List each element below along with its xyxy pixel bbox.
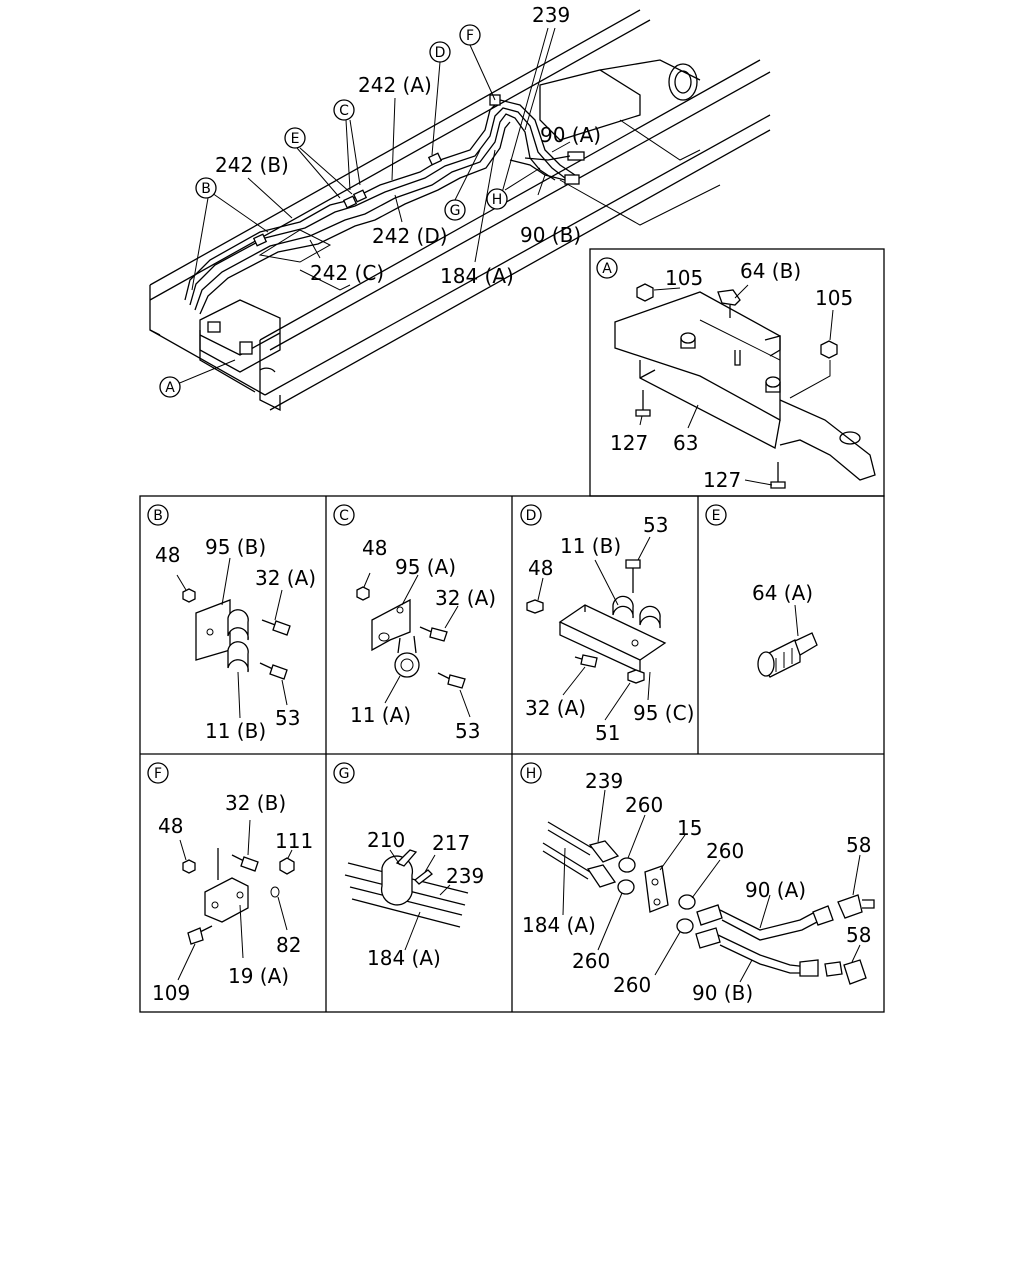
overview-callout-c: C [333,99,355,121]
panel-d: D [520,504,667,721]
overview-callout-d: D [429,41,451,63]
panel-b-label-53: 53 [275,706,300,730]
panel-c-label-32a: 32 (A) [435,586,496,610]
panel-f-label-32b: 32 (B) [225,791,286,815]
label-90a: 90 (A) [540,123,601,147]
panel-h: H [520,762,875,985]
label-242d: 242 (D) [372,224,448,248]
panel-a-label-63: 63 [673,431,698,455]
panel-e: E [705,504,818,678]
panel-h-label-184a: 184 (A) [522,913,596,937]
panel-d-label-51: 51 [595,721,620,745]
svg-text:A: A [602,261,612,277]
panel-c-label-53: 53 [455,719,480,743]
panel-b-label-11b: 11 (B) [205,719,266,743]
panel-h-label-260-bottom: 260 [613,973,651,997]
svg-text:C: C [339,103,349,119]
panel-h-label-260-right: 260 [706,839,744,863]
panel-g-label-210: 210 [367,828,405,852]
label-242b: 242 (B) [215,153,289,177]
svg-text:B: B [153,508,163,524]
panel-c-label-11a: 11 (A) [350,703,411,727]
panel-h-label-239: 239 [585,769,623,793]
panel-f-label-48: 48 [158,814,183,838]
panel-a-label-127-left: 127 [610,431,648,455]
panel-f-label-82: 82 [276,933,301,957]
panel-g-label-217: 217 [432,831,470,855]
panel-g-label-184a: 184 (A) [367,946,441,970]
overview-callout-g: G [444,199,466,221]
panel-h-label-260-top: 260 [625,793,663,817]
svg-text:D: D [526,508,537,524]
svg-text:G: G [339,766,350,782]
panel-b-label-48: 48 [155,543,180,567]
panel-h-label-90b: 90 (B) [692,981,753,1005]
svg-text:C: C [339,508,349,524]
overview-callout-b: B [195,177,217,199]
panel-h-label-90a: 90 (A) [745,878,806,902]
panel-f: F [147,762,295,981]
panel-a-label-127-bottom: 127 [703,468,741,492]
svg-text:G: G [450,203,461,219]
svg-text:A: A [165,380,175,396]
overview-callout-h: H [486,188,508,210]
label-239: 239 [532,3,570,27]
panel-d-label-53: 53 [643,513,668,537]
panel-d-label-95c: 95 (C) [633,701,694,725]
overview-drawing [149,9,771,412]
panel-c: C [333,504,471,718]
panel-h-label-15: 15 [677,816,702,840]
svg-text:F: F [466,28,474,44]
panel-a-label-64b: 64 (B) [740,259,801,283]
panel-b-label-95b: 95 (B) [205,535,266,559]
panel-b: B [147,504,291,719]
panel-c-label-48: 48 [362,536,387,560]
label-242a: 242 (A) [358,73,432,97]
svg-text:B: B [201,181,211,197]
overview-callout-e: E [284,127,306,149]
panel-e-label-64a: 64 (A) [752,581,813,605]
svg-text:H: H [492,192,503,208]
panel-a-label-105-left: 105 [665,266,703,290]
label-90b: 90 (B) [520,223,581,247]
panel-d-label-32a: 32 (A) [525,696,586,720]
panel-c-label-95a: 95 (A) [395,555,456,579]
panel-f-label-19a: 19 (A) [228,964,289,988]
svg-text:D: D [435,45,446,61]
panel-g-label-239: 239 [446,864,484,888]
panel-g: G [333,762,469,951]
label-184a: 184 (A) [440,264,514,288]
panel-d-label-11b: 11 (B) [560,534,621,558]
panel-f-label-109: 109 [152,981,190,1005]
panel-b-label-32a: 32 (A) [255,566,316,590]
panel-a-label-105-right: 105 [815,286,853,310]
panel-f-label-111: 111 [275,829,313,853]
svg-text:H: H [526,766,537,782]
panel-a: A [596,257,876,489]
panel-d-label-48: 48 [528,556,553,580]
overview-callout-a: A [159,376,181,398]
svg-text:E: E [712,508,721,524]
svg-text:E: E [291,131,300,147]
panel-frames [139,248,885,1013]
label-242c: 242 (C) [310,261,384,285]
overview-callout-f: F [459,24,481,46]
panel-h-label-58-bottom: 58 [846,923,871,947]
panel-h-label-260-bottom-left: 260 [572,949,610,973]
panel-h-label-58-top: 58 [846,833,871,857]
svg-text:F: F [154,766,162,782]
